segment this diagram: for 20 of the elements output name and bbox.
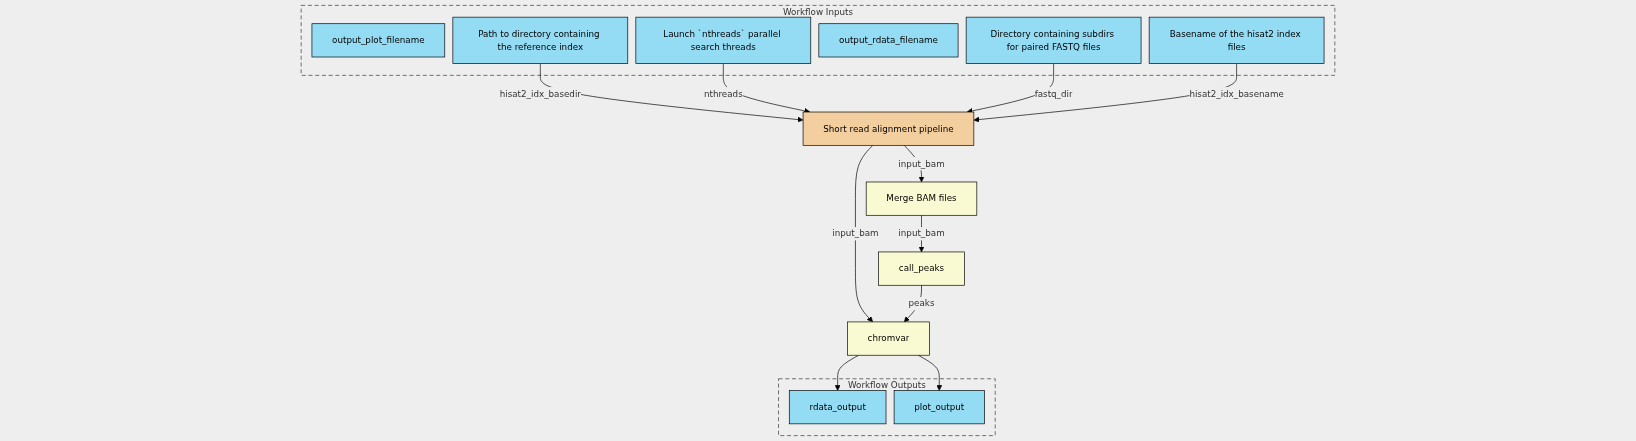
edge-label: input_bam xyxy=(832,228,879,239)
node-box: rdata_output xyxy=(788,390,887,425)
node-box: call_peaks xyxy=(878,251,965,286)
node-box: Merge BAM files xyxy=(865,181,978,216)
node-box: Path to directory containing the reference index xyxy=(452,16,629,64)
edge-label: nthreads xyxy=(703,88,743,99)
edge-label: hisat2_idx_basedir xyxy=(499,88,581,99)
node-box: output_rdata_filename xyxy=(818,23,959,58)
edge-label: peaks xyxy=(908,298,935,309)
node-box: output_plot_filename xyxy=(311,23,446,58)
node-box: Directory containing subdirs for paired FASTQ files xyxy=(965,16,1142,64)
edge-label: input_bam xyxy=(898,158,945,169)
node-box: chromvar xyxy=(847,321,930,356)
node-box: plot_output xyxy=(893,390,985,425)
node-box: Launch `nthreads` parallel search threads xyxy=(635,16,812,64)
node-box: Short read alignment pipeline xyxy=(802,111,975,146)
edge-label: input_bam xyxy=(898,228,945,239)
edge-label: fastq_dir xyxy=(1034,88,1073,99)
edge-label: hisat2_idx_basename xyxy=(1189,88,1284,99)
node-box: Basename of the hisat2 index files xyxy=(1148,16,1325,64)
